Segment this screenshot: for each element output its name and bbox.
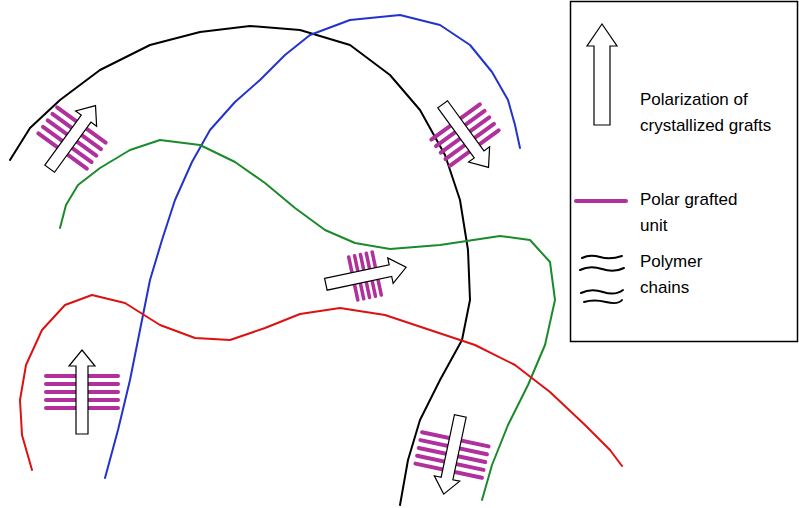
legend-label: Polymer chains [640,249,740,301]
crystallized-graft [418,87,512,185]
polarization-arrow [39,98,106,176]
polymer-chain [60,140,555,500]
legend-graft-sample [576,199,626,203]
polarization-arrow [431,413,473,497]
legend-label: Polarization of crystallized grafts [640,87,790,139]
polymer-chain [20,295,622,470]
crystallized-graft [410,409,493,501]
legend-label: Polar grafted unit [640,187,760,239]
crystallized-graft [321,246,410,306]
polymer-chain [105,15,520,478]
polarization-arrow [69,350,95,434]
legend-arrow-sample [587,24,617,125]
legend-frame [571,2,798,342]
polarization-arrow [432,97,499,175]
crystallized-graft [46,350,118,434]
polarization-arrow [323,255,409,297]
crystallized-graft [25,88,119,186]
legend-chain-sample [580,256,624,303]
